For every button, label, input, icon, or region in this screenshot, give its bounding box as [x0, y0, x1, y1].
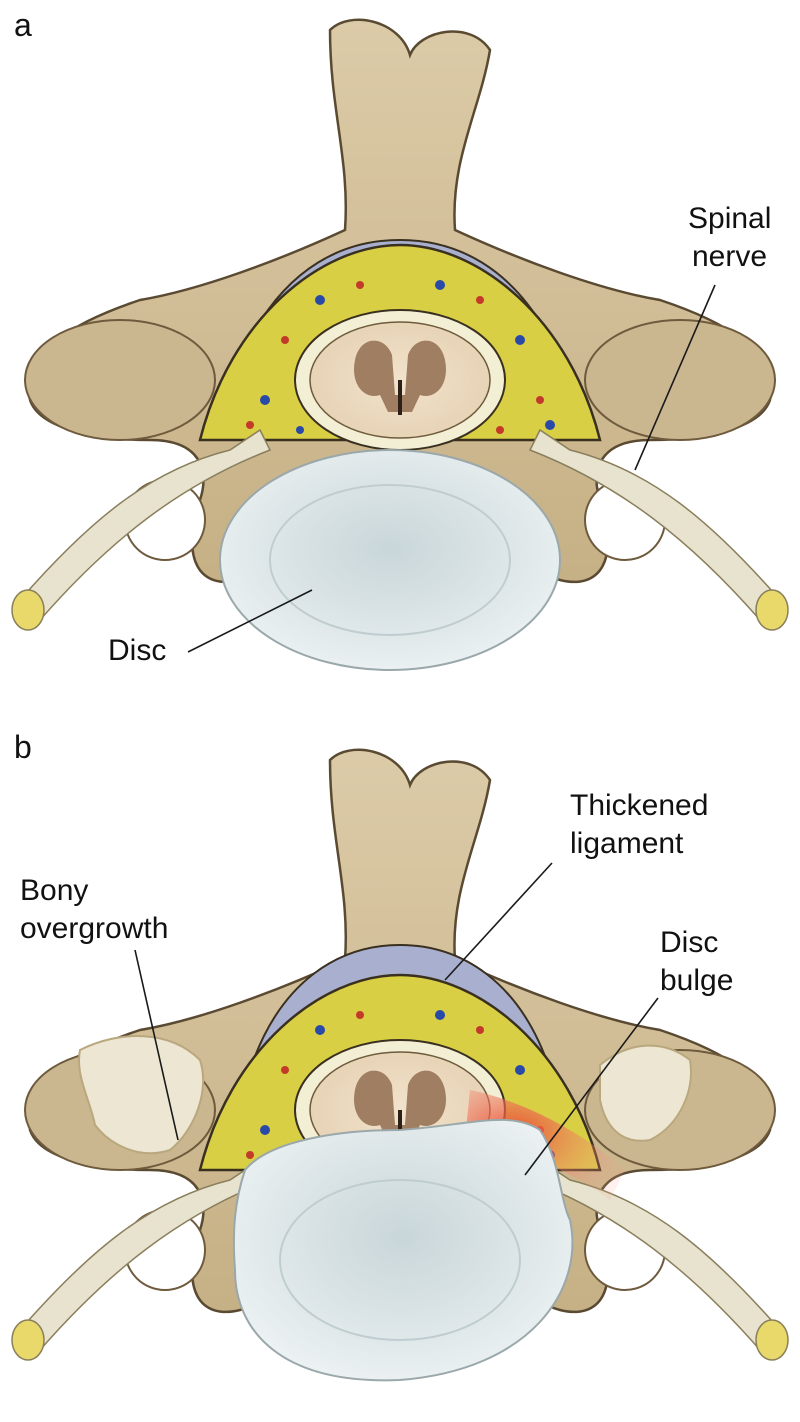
label-disc-a: Disc — [108, 634, 166, 667]
panel-a-letter: a — [14, 7, 32, 43]
panel-b-letter: b — [14, 729, 32, 765]
label-thickened-ligament-2: ligament — [570, 827, 684, 860]
leader-bony-overgrowth — [134, 949, 179, 1141]
leader-disc-bulge — [524, 997, 659, 1176]
leader-spinal-nerve — [634, 284, 716, 471]
label-thickened-ligament-1: Thickened — [570, 789, 708, 822]
disc-a — [219, 449, 561, 671]
label-disc-bulge-2: bulge — [660, 964, 733, 997]
label-bony-overgrowth-1: Bony — [20, 874, 88, 907]
leader-disc-a — [187, 589, 313, 653]
label-disc-bulge-1: Disc — [660, 926, 718, 959]
bony-overgrowth-left — [78, 1035, 205, 1155]
panel-a: a Spinal nerve Disc — [11, 7, 789, 671]
leader-thickened-ligament — [444, 862, 553, 981]
label-spinal-nerve-1: Spinal — [688, 202, 771, 235]
label-spinal-nerve-2: nerve — [692, 240, 767, 273]
panel-b: b Thickened ligament Bony overgrowth Dis… — [11, 729, 789, 1382]
bony-overgrowth-right — [599, 1044, 692, 1142]
label-bony-overgrowth-2: overgrowth — [20, 912, 168, 945]
disc-bulge-b — [232, 1118, 574, 1382]
